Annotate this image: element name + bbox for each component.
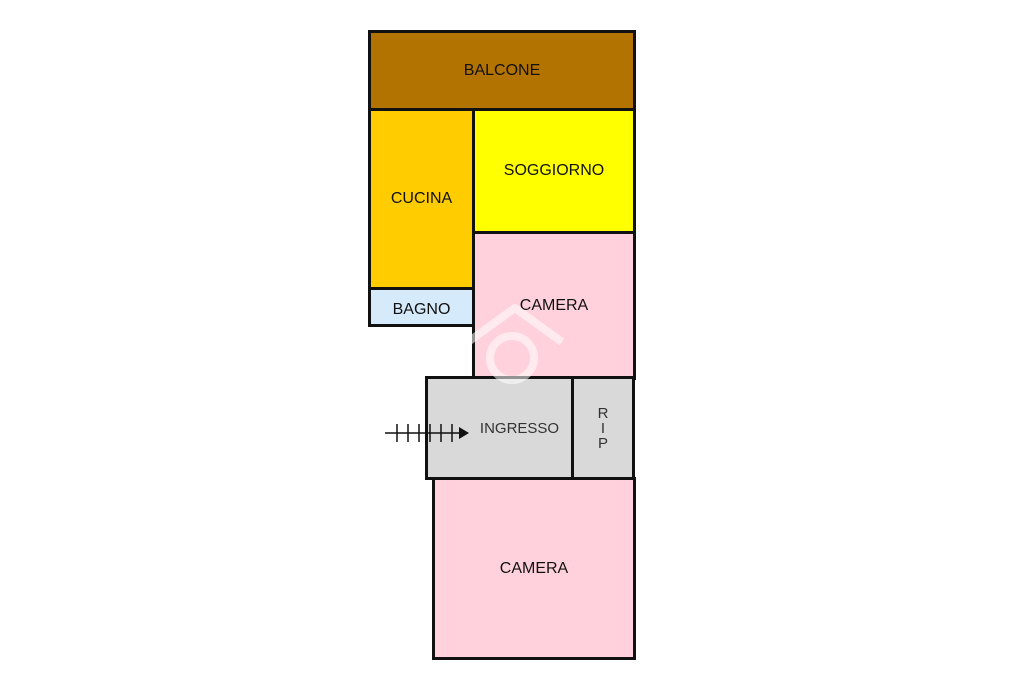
entrance-arrow-icon: [385, 424, 469, 442]
room-label-camera-upper: CAMERA: [519, 296, 589, 314]
room-label-ingresso: INGRESSO: [479, 419, 560, 437]
room-label-camera-lower: CAMERA: [499, 559, 569, 577]
room-cucina: CUCINA: [368, 108, 475, 290]
room-ripostiglio: RIP: [571, 376, 635, 480]
room-balcone: BALCONE: [368, 30, 636, 111]
room-label-soggiorno: SOGGIORNO: [503, 162, 605, 179]
room-camera-upper: CAMERA: [472, 231, 636, 380]
house-logo-icon: [465, 304, 565, 384]
room-label-ripostiglio: RIP: [597, 404, 609, 452]
room-bagno: BAGNO: [368, 287, 475, 327]
room-label-balcone: BALCONE: [463, 61, 541, 79]
room-label-bagno: BAGNO: [392, 301, 451, 318]
room-soggiorno: SOGGIORNO: [472, 108, 636, 234]
room-label-cucina: CUCINA: [390, 190, 453, 207]
room-camera-lower: CAMERA: [432, 477, 636, 660]
